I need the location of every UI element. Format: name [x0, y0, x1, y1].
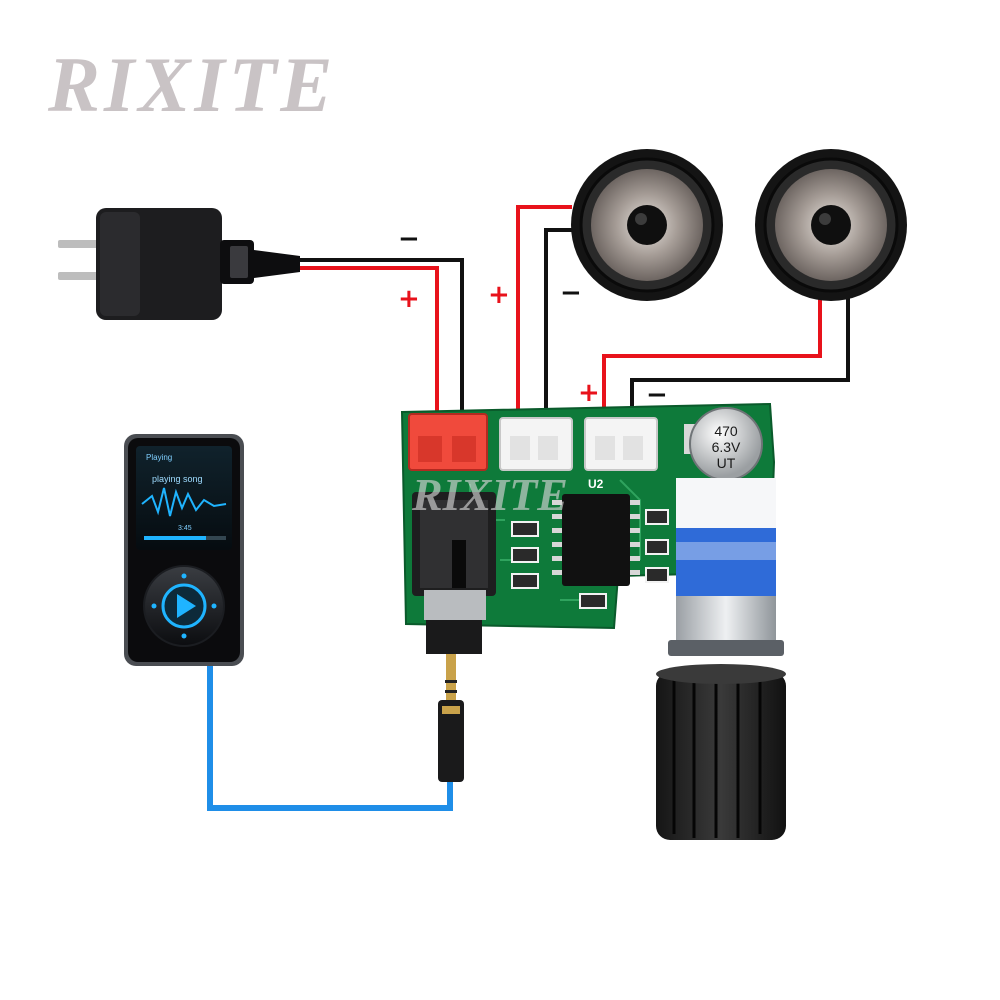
- player-menu-text: Playing: [146, 453, 172, 462]
- speaker-left-icon: [571, 149, 723, 301]
- speaker-right-negative-sign: −: [646, 380, 668, 410]
- wires: [207, 205, 850, 811]
- speaker-left-negative-sign: −: [560, 278, 582, 308]
- mp3-player-icon: [124, 434, 244, 666]
- player-time-text: 3:45: [178, 525, 192, 532]
- usb-power-adapter-icon: [58, 208, 300, 320]
- speaker-left-positive-sign: +: [488, 280, 510, 310]
- power-negative-sign: −: [398, 224, 420, 254]
- chip-label: U2: [588, 477, 604, 491]
- capacitor-voltage: 6.3V: [712, 439, 741, 455]
- power-positive-sign: +: [398, 284, 420, 314]
- brand-logo: RIXITE: [48, 41, 337, 128]
- board-watermark: RIXITE: [411, 469, 568, 520]
- speaker-left-positive-wire: [516, 205, 572, 420]
- speaker-right-positive-wire: [602, 298, 822, 420]
- power-positive-wire: [300, 266, 439, 420]
- speaker-right-icon: [755, 149, 907, 301]
- capacitor-value: 470: [714, 423, 738, 439]
- speaker-right-positive-sign: +: [578, 378, 600, 408]
- audio-cable: [207, 666, 453, 811]
- volume-knob-icon: [656, 664, 786, 840]
- speaker-left-negative-wire: [544, 228, 572, 420]
- capacitor-series: UT: [717, 455, 736, 471]
- amplifier-board: [400, 402, 784, 656]
- power-negative-wire: [300, 258, 464, 420]
- aux-plug-icon: [438, 654, 464, 782]
- speaker-right-negative-wire: [630, 298, 850, 420]
- player-song-text: playing song: [152, 474, 203, 484]
